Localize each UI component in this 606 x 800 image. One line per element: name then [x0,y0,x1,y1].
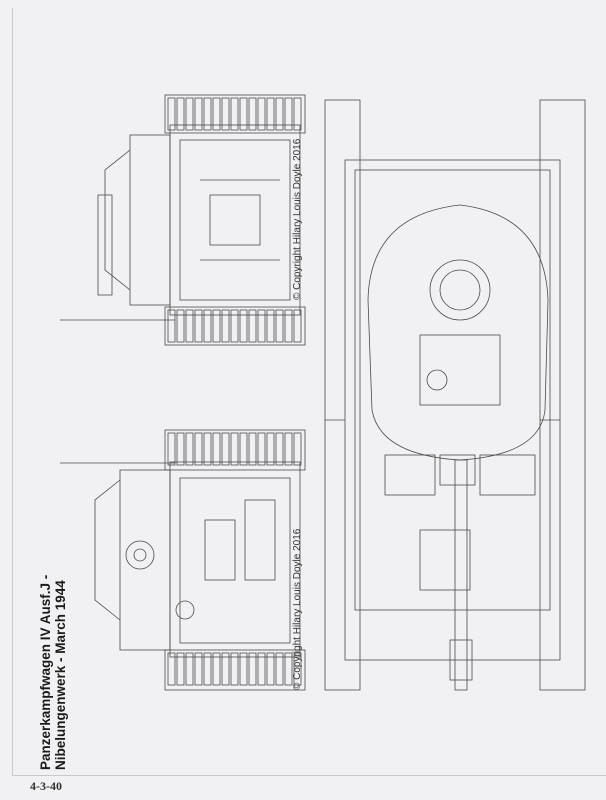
track-link [176,309,185,343]
track-link [203,97,212,131]
title-line-2: Nibelungenwerk - March 1944 [53,580,68,770]
front-view-drawing [60,429,306,691]
track-link [230,652,239,686]
track-link [230,97,239,131]
track-link [212,97,221,131]
track-link [248,309,257,343]
track-link [185,309,194,343]
page-number: 4-3-40 [30,779,62,793]
track-link [293,652,302,686]
track-link [239,652,248,686]
track-link [185,652,194,686]
track-link [230,309,239,343]
track-link [167,652,176,686]
track-link [167,432,176,466]
track-link [284,97,293,131]
track-link [221,97,230,131]
rear-view-drawing [60,94,306,686]
track-link [275,432,284,466]
track-link [239,432,248,466]
title-line-1: Panzerkampfwagen IV Ausf.J - [38,574,53,770]
track-link [266,652,275,686]
copyright-notice-bottom: © Copyright Hilary Louis Doyle 2016 [292,528,303,690]
track-link [248,652,257,686]
track-link [194,309,203,343]
track-link [293,309,302,343]
track-link [203,432,212,466]
top-view-drawing [324,99,586,691]
track-link [284,309,293,343]
track-link [257,432,266,466]
track-link [266,309,275,343]
track-link [275,309,284,343]
track-link [275,652,284,686]
track-link [248,432,257,466]
track-link [284,652,293,686]
track-link [194,652,203,686]
track-link [212,309,221,343]
track-link [194,432,203,466]
track-link [167,309,176,343]
track-link [203,652,212,686]
track-link [221,652,230,686]
track-link [212,432,221,466]
track-link [167,97,176,131]
track-link [248,97,257,131]
track-link [257,309,266,343]
track-link [284,432,293,466]
track-link [257,97,266,131]
track-link [176,652,185,686]
track-link [266,97,275,131]
track-link [212,652,221,686]
track-link [194,97,203,131]
track-link [203,309,212,343]
track-link [293,432,302,466]
track-link [176,97,185,131]
track-link [293,97,302,131]
track-link [275,97,284,131]
track-link [221,432,230,466]
track-link [221,309,230,343]
track-link [185,97,194,131]
copyright-notice-top: © Copyright Hilary Louis Doyle 2016 [292,138,303,300]
track-link [176,432,185,466]
track-link [266,432,275,466]
page-frame-left [12,8,13,776]
track-link [239,97,248,131]
drawing-title: Panzerkampfwagen IV Ausf.J - Nibelungenw… [38,575,68,770]
track-link [239,309,248,343]
track-link [185,432,194,466]
page-frame-bottom [12,775,606,776]
track-link [230,432,239,466]
track-link [257,652,266,686]
